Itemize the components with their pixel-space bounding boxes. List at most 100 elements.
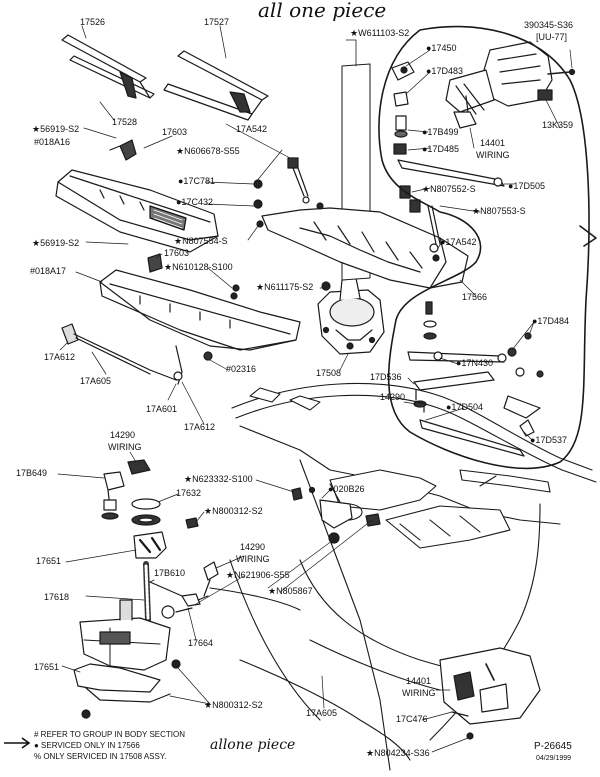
hand-drawn-loop: [378, 25, 590, 470]
reference-date: 04/29/1999: [536, 755, 572, 762]
part-label-W611103: ★W611103-S2: [350, 28, 410, 38]
part-label-56919-s2-a: ★56919-S2: [32, 124, 80, 134]
part-label-17D485: ●17D485: [422, 144, 459, 154]
wiper-motor-17508: [317, 277, 385, 355]
cowl-panel-018A16: [55, 169, 219, 253]
part-label-14401-a: 14401: [480, 138, 506, 148]
part-label-14290-b: 14290: [110, 430, 136, 440]
part-label-17D484: ●17D484: [532, 316, 569, 326]
part-label-17A605-a: 17A605: [80, 376, 112, 386]
part-label-17C476: 17C476: [396, 714, 428, 724]
part-label-018A17: #018A17: [30, 266, 67, 276]
part-label-17D504: ●17D504: [446, 402, 483, 412]
part-label-17A612-b: 17A612: [184, 422, 216, 432]
wiper-arm-17526: [61, 34, 155, 99]
part-label-17527: 17527: [204, 17, 230, 27]
clip-17603a: [109, 139, 137, 161]
leader-lines: [57, 25, 573, 753]
part-label-17N430: ●17N430: [456, 358, 493, 368]
handwritten-note-top: all one piece: [258, 0, 387, 22]
part-label-17A542-a: 17A542: [236, 124, 268, 134]
part-label-17651-a: 17651: [36, 556, 62, 566]
part-label-N804234: ★N804234-S36: [366, 748, 430, 758]
part-label-02316: #02316: [226, 364, 257, 374]
washer-ring-17632: [131, 498, 199, 529]
part-label-17D536: 17D536: [370, 372, 402, 382]
part-label-N800312-a: ★N800312-S2: [204, 506, 263, 516]
part-label-N807552: ★N807552-S: [422, 184, 476, 194]
part-label-17A601: 17A601: [146, 404, 178, 414]
part-label-17B610: 17B610: [154, 568, 186, 578]
part-label-17B499: ●17B499: [422, 127, 459, 137]
wiring-connector-14401: [453, 95, 477, 129]
part-label-17C432: ●17C432: [176, 197, 213, 207]
mounting-panel-17566: [261, 202, 469, 289]
part-label-N606678: ★N606678-S55: [176, 146, 240, 156]
part-label-018A16: #018A16: [34, 137, 71, 147]
footnote-2: ● SERVICED ONLY IN 17566: [34, 741, 140, 750]
part-label-17618: 17618: [44, 592, 70, 602]
mount-17651b: [73, 659, 181, 719]
part-label-14290-c-wiring: WIRING: [236, 554, 270, 564]
part-label-17450: ●17450: [426, 43, 457, 53]
motor-assembly-13K359: [445, 41, 576, 115]
handwritten-note-bottom: allone piece: [210, 737, 296, 753]
part-label-17508: 17508: [316, 368, 342, 378]
wiring-14290c: [197, 561, 219, 601]
part-label-17A605-b: 17A605: [306, 708, 338, 718]
part-label-17603-a: 17603: [162, 127, 188, 137]
part-label-17B649: 17B649: [16, 468, 48, 478]
part-label-N807553: ★N807553-S: [472, 206, 526, 216]
part-label-56919-s2-b: ★56919-S2: [32, 238, 80, 248]
part-label-N800312-b: ★N800312-S2: [204, 700, 263, 710]
part-label-N621906: ★N621906-S55: [226, 570, 290, 580]
bracket-020B26: [291, 486, 381, 544]
right-linkage: [407, 301, 544, 457]
part-label-UU-77: [UU-77]: [536, 32, 568, 42]
part-label-17526: 17526: [80, 17, 106, 27]
part-label-17603-b: 17603: [164, 248, 190, 258]
part-label-17A542-b: ●17A542: [440, 237, 477, 247]
wiper-arm-17527: [163, 50, 269, 121]
part-label-17C781: ●17C781: [178, 176, 215, 186]
part-label-13K359: 13K359: [542, 120, 574, 130]
part-label-N807554: ★N807554-S: [174, 236, 228, 246]
part-label-14290-a: 14290: [380, 392, 406, 402]
link-17A542: [409, 199, 441, 253]
part-label-N805867: ★N805867: [268, 586, 313, 596]
part-label-17651-b: 17651: [34, 662, 60, 672]
part-label-14401-a-wiring: WIRING: [476, 150, 510, 160]
hand-drawn-arrow-icon: [4, 737, 31, 749]
part-label-17528: 17528: [112, 117, 138, 127]
part-label-14401-b-wiring: WIRING: [402, 688, 436, 698]
part-label-17D483: ●17D483: [426, 66, 463, 76]
body-fender: [209, 382, 597, 771]
footnote-1: # REFER TO GROUP IN BODY SECTION: [34, 730, 185, 739]
part-label-17A612-a: 17A612: [44, 352, 76, 362]
part-label-N623332: ★N623332-S100: [184, 474, 253, 484]
part-label-14290-b-wiring: WIRING: [108, 442, 142, 452]
washer-cap-17B649: [101, 459, 151, 520]
part-label-17632: 17632: [176, 488, 202, 498]
footnote-3: % ONLY SERVICED IN 17508 ASSY.: [34, 752, 167, 761]
reservoir-17618: [79, 599, 171, 671]
part-label-020B26: ●020B26: [328, 484, 365, 494]
cowl-panel-018A17: [99, 269, 301, 351]
linkage-rod-17A605: [61, 323, 213, 385]
hand-drawn-arrow: [579, 225, 597, 247]
part-label-17664: 17664: [188, 638, 214, 648]
part-label-14401-b: 14401: [406, 676, 432, 686]
reference-code: P-26645: [534, 741, 572, 752]
hose-17B610: [143, 561, 201, 623]
small-parts-column: [391, 61, 415, 155]
part-label-390345-S36: 390345-S36: [524, 20, 574, 30]
part-label-17D505: ●17D505: [508, 181, 545, 191]
part-label-14290-c: 14290: [240, 542, 266, 552]
part-label-N610128: ★N610128-S100: [164, 262, 233, 272]
part-label-17566: 17566: [462, 292, 488, 302]
pump-17651a: [133, 531, 167, 559]
bracket-17C476: [439, 647, 541, 740]
part-label-N611175: ★N611175-S2: [256, 282, 314, 292]
